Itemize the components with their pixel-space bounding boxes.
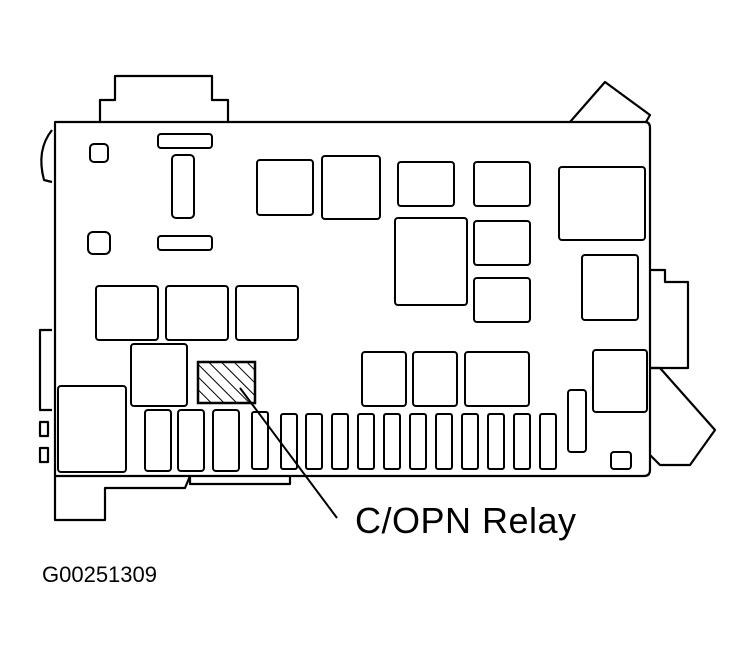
vertical-fuse	[171, 154, 195, 219]
fuse	[435, 413, 453, 470]
relay	[256, 159, 314, 216]
fuse	[409, 413, 427, 470]
relay	[361, 351, 407, 407]
relay	[473, 161, 531, 207]
relay	[235, 285, 299, 341]
relay	[464, 351, 530, 407]
relay	[95, 285, 159, 341]
bottom-mounting-tab	[53, 475, 192, 522]
fuse	[212, 409, 240, 472]
relay	[412, 351, 458, 407]
left-side-bump	[40, 129, 53, 184]
left-side-clip	[38, 446, 50, 464]
top-mounting-tab	[98, 74, 230, 122]
fuse-tall	[567, 389, 587, 453]
small-fuse	[89, 143, 109, 163]
callout-leader-line	[239, 387, 338, 519]
right-bottom-bracket	[649, 366, 717, 467]
box-body	[53, 120, 652, 478]
relay	[473, 277, 531, 323]
relay-large	[394, 217, 468, 306]
fuse	[383, 413, 401, 470]
fuse	[461, 413, 479, 470]
horizontal-fuse	[157, 133, 213, 149]
relay-large	[558, 166, 646, 241]
relay	[165, 285, 229, 341]
fuse	[357, 413, 375, 470]
fuse	[487, 413, 505, 470]
horizontal-fuse	[157, 235, 213, 251]
right-side-tab	[650, 268, 690, 370]
callout-label: C/OPN Relay	[355, 500, 577, 541]
left-side-clip	[38, 420, 50, 438]
fuse	[251, 411, 269, 470]
fuse	[331, 413, 349, 470]
fuse	[144, 409, 172, 472]
fuse	[513, 413, 531, 470]
fuse	[177, 409, 205, 472]
fuse	[539, 413, 557, 470]
relay	[592, 349, 648, 413]
top-right-bracket	[569, 80, 652, 123]
relay	[473, 220, 531, 266]
small-fuse	[87, 231, 111, 255]
connector-block	[57, 385, 127, 473]
left-side-tab	[38, 328, 52, 412]
relay	[130, 343, 188, 407]
figure-id: G00251309	[42, 562, 157, 587]
fuse	[305, 413, 323, 470]
relay	[321, 155, 381, 220]
relay	[581, 254, 639, 321]
small-fuse	[610, 451, 632, 470]
relay	[397, 161, 455, 207]
